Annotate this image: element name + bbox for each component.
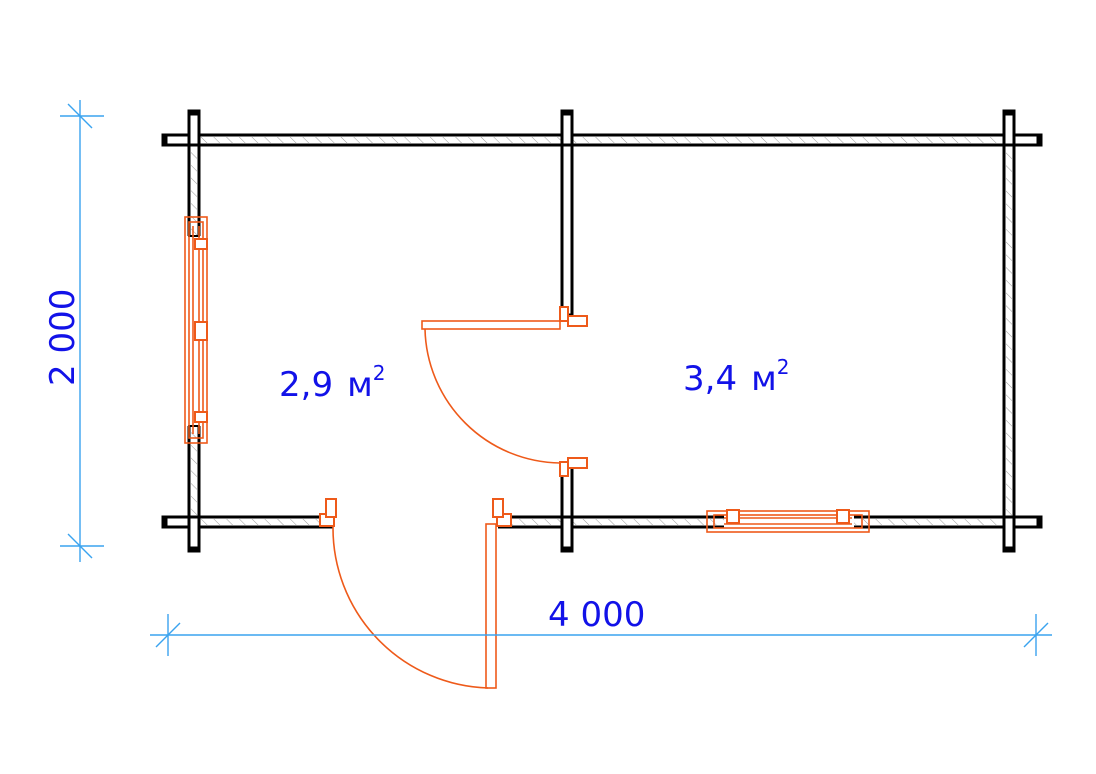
interior-door (421, 306, 588, 477)
entrance-door (319, 498, 512, 689)
bottom-window (706, 509, 870, 533)
height-dimension-label: 2 000 (43, 289, 83, 386)
wall-hatching (191, 137, 1012, 525)
left-window (184, 216, 208, 444)
outer-wall (187, 133, 1016, 529)
width-dimension-label: 4 000 (548, 595, 645, 635)
width-dimension: 4 000 (150, 595, 1052, 656)
window-opening-bottom (724, 515, 854, 529)
log-corner-extensions (161, 109, 1043, 553)
height-dimension: 2 000 (43, 100, 104, 562)
entrance-opening (333, 515, 498, 529)
walls (161, 109, 1043, 553)
